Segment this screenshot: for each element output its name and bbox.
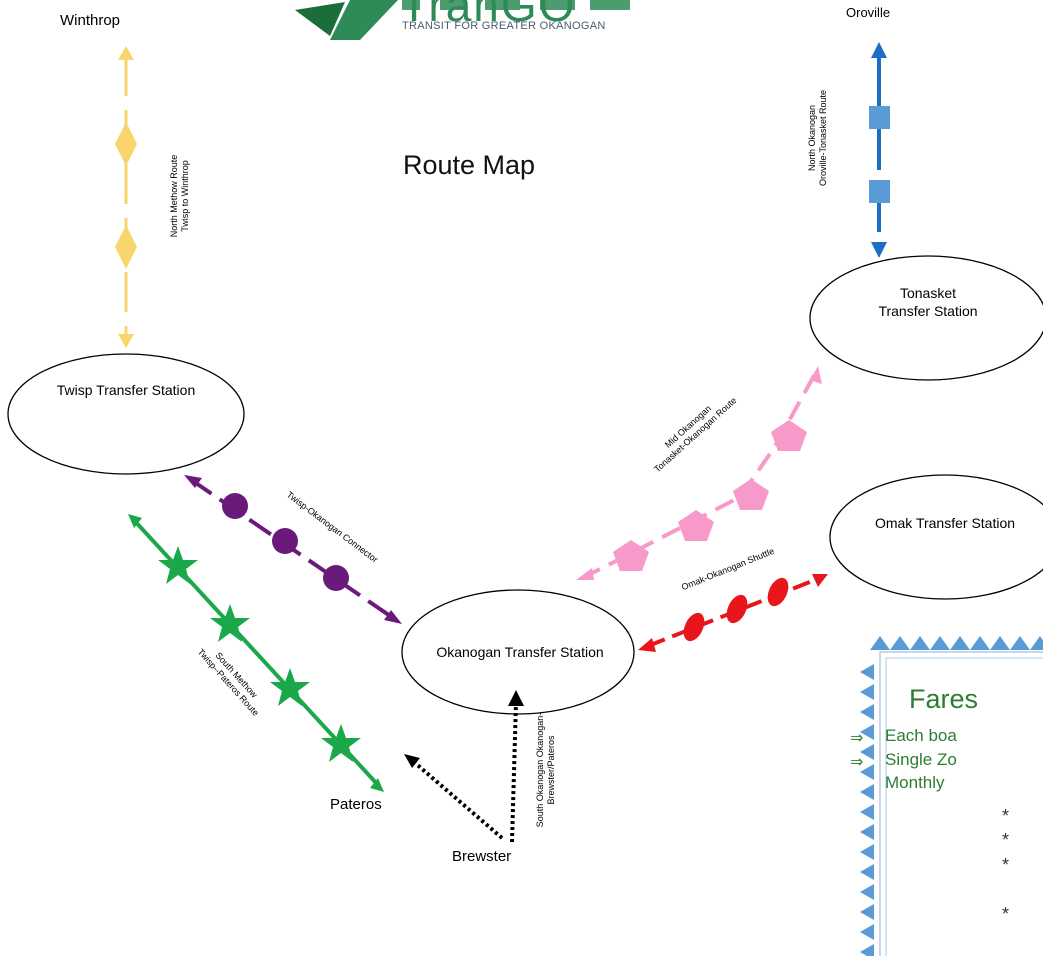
route-label-north-okanogan-line1: North Okanogan	[807, 104, 817, 172]
south-methow-route	[128, 514, 384, 792]
fare-bullet: *	[1002, 806, 1010, 826]
pink-pentagon-marker	[613, 540, 649, 571]
north-methow-route	[115, 46, 137, 348]
green-star-marker	[210, 604, 250, 642]
fare-bullet: *	[1002, 904, 1010, 924]
omak-okanogan-route	[638, 574, 828, 652]
route-label-south-okanogan-line2: Brewster/Pateros	[546, 735, 556, 805]
route-label-south-okanogan-line1: South Okanogan Okanogan-	[535, 712, 545, 828]
station-label-tonasket-line2: Transfer Station	[878, 303, 978, 319]
okanogan-station-ellipse	[401, 589, 635, 715]
green-star-marker	[270, 668, 310, 706]
mid-okanogan-route	[576, 366, 822, 580]
fare-item-3: Monthly	[885, 773, 945, 792]
trango-logo-mark	[295, 0, 630, 40]
purple-circle-marker	[222, 493, 248, 519]
station-label-twisp: Twisp Transfer Station	[56, 382, 196, 398]
fare-bullet: *	[1002, 830, 1010, 850]
station-label-omak: Omak Transfer Station	[874, 515, 1016, 531]
twisp-station-ellipse	[7, 353, 245, 475]
purple-circle-marker	[272, 528, 298, 554]
green-star-marker	[158, 546, 198, 584]
pink-pentagon-marker	[678, 510, 714, 541]
south-okanogan-route	[404, 690, 524, 843]
yellow-diamond-marker	[115, 122, 137, 166]
trango-logo: TRANSIT FOR GREATER OKANOGAN	[290, 0, 685, 60]
station-label-tonasket: Tonasket Transfer Station	[812, 284, 1043, 320]
place-label-brewster: Brewster	[452, 848, 512, 865]
fare-item-2: Single Zo	[885, 750, 957, 769]
fares-panel: Fares ⇒ Each boa ⇒ Single Zo Monthly * *…	[850, 632, 1043, 956]
station-label-tonasket-line1: Tonasket	[899, 285, 957, 301]
route-label-north-methow-line1: North Methow Route	[169, 154, 179, 238]
twisp-okanogan-route	[184, 475, 402, 624]
pink-pentagon-marker	[733, 479, 769, 510]
place-label-winthrop: Winthrop	[60, 12, 121, 29]
route-label-north-methow-line2: Twisp to Winthrop	[180, 160, 190, 232]
green-star-marker	[321, 724, 361, 762]
fare-item-1: Each boa	[885, 726, 957, 745]
red-ellipse-marker	[683, 612, 705, 642]
purple-circle-marker	[323, 565, 349, 591]
place-label-oroville: Oroville	[846, 5, 891, 20]
place-label-pateros: Pateros	[330, 796, 382, 813]
tonasket-station-ellipse	[809, 255, 1043, 381]
blue-square-marker	[869, 180, 890, 203]
route-label-north-okanogan-line2: Oroville-Tonasket Route	[818, 89, 828, 187]
omak-station-ellipse	[829, 474, 1043, 600]
fare-bullet: *	[1002, 855, 1010, 875]
logo-tagline: TRANSIT FOR GREATER OKANOGAN	[402, 20, 606, 32]
logo-wordmark: TranGO	[400, 0, 577, 31]
station-label-okanogan: Okanogan Transfer Station	[436, 644, 604, 660]
pink-pentagon-marker	[771, 420, 807, 451]
fares-title: Fares	[909, 684, 979, 714]
yellow-diamond-marker	[115, 225, 137, 269]
page-title: Route Map	[403, 150, 536, 180]
route-label-north-okanogan: North Okanogan Oroville-Tonasket Route	[807, 68, 829, 208]
route-label-south-okanogan: South Okanogan Okanogan- Brewster/Patero…	[535, 700, 557, 840]
blue-square-marker	[869, 106, 890, 129]
fares-border	[860, 636, 1043, 956]
north-okanogan-route	[869, 42, 890, 258]
route-label-north-methow: North Methow Route Twisp to Winthrop	[169, 126, 191, 266]
red-ellipse-marker	[767, 577, 789, 607]
fare-arrow-2: ⇒	[850, 752, 864, 771]
red-ellipse-marker	[726, 594, 748, 624]
fare-arrow-1: ⇒	[850, 728, 864, 747]
